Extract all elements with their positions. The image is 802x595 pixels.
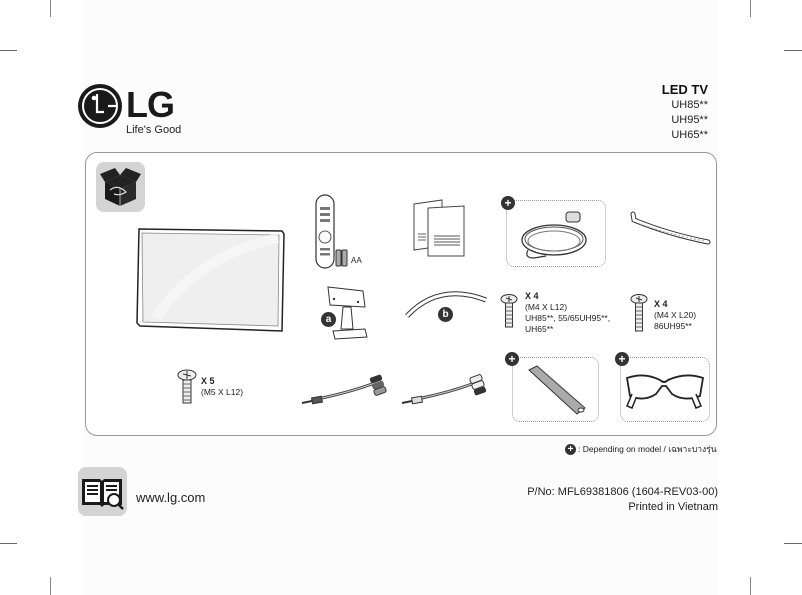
manual-search-icon — [78, 467, 127, 516]
crop-mark — [50, 577, 51, 595]
screw-icon — [500, 293, 518, 334]
product-title: LED TV — [661, 82, 708, 97]
stand-part-a-badge: a — [321, 312, 336, 327]
stand-body-illustration — [325, 285, 370, 348]
stand-part-b-badge: b — [438, 307, 453, 322]
power-cord-illustration — [518, 210, 598, 267]
optional-item-frame — [620, 357, 710, 422]
av-gender-cable-illustration — [400, 372, 495, 413]
stand-base-illustration — [404, 286, 488, 325]
screw-qty: X 4 — [654, 299, 668, 309]
optional-legend: + : Depending on model / เฉพาะบางรุ่น — [565, 442, 717, 456]
screw-m4-l12-label: X 4 (M4 X L12) UH85**, 55/65UH95**, UH65… — [525, 291, 610, 335]
batteries-label: AA — [351, 256, 362, 265]
screw-models: 86UH95** — [654, 321, 692, 331]
crop-mark — [750, 0, 751, 17]
cable-management-illustration — [525, 362, 589, 423]
product-info: LED TV UH85** UH95** UH65** — [662, 82, 708, 143]
part-number-block: P/No: MFL69381806 (1604-REV03-00) Printe… — [527, 485, 718, 515]
screw-icon — [630, 293, 648, 338]
lg-logo-icon — [78, 84, 122, 128]
model-name: UH65** — [671, 129, 708, 141]
optional-item-frame — [512, 357, 599, 422]
part-number: P/No: MFL69381806 (1604-REV03-00) — [527, 486, 718, 498]
crop-mark — [0, 543, 17, 544]
model-name: UH85** — [671, 99, 708, 111]
optional-marker-icon: + — [615, 352, 629, 366]
screw-spec: (M4 X L12) — [525, 302, 568, 312]
optional-marker-icon: + — [565, 443, 576, 455]
screw-m4-l20-label: X 4 (M4 X L20) 86UH95** — [654, 299, 696, 332]
cable-holder-illustration — [628, 210, 712, 253]
crop-mark — [784, 543, 802, 544]
brand-tagline: Life's Good — [126, 124, 182, 136]
screw-m5-l12-label: X 5 (M5 X L12) — [201, 376, 243, 398]
crop-mark — [0, 50, 17, 51]
brand-logo-text: LG — [126, 84, 175, 125]
optional-marker-icon: + — [505, 352, 519, 366]
website-link[interactable]: www.lg.com — [136, 490, 206, 505]
model-name: UH95** — [671, 114, 708, 126]
screw-spec: (M4 X L20) — [654, 310, 697, 320]
screw-spec: (M5 X L12) — [201, 387, 244, 397]
optional-item-frame — [506, 200, 606, 267]
3d-glasses-illustration — [624, 370, 706, 419]
component-gender-cable-illustration — [300, 372, 395, 413]
printed-in: Printed in Vietnam — [628, 501, 718, 513]
crop-mark — [50, 0, 51, 17]
crop-mark — [784, 50, 802, 51]
screw-qty: X 4 — [525, 291, 539, 301]
screw-icon — [177, 369, 197, 410]
remote-control-illustration — [313, 193, 353, 276]
optional-marker-icon: + — [501, 196, 515, 210]
screw-models: UH85**, 55/65UH95**, — [525, 313, 611, 323]
crop-mark — [750, 577, 751, 595]
screw-qty: X 5 — [201, 376, 215, 386]
box-contents-icon — [96, 162, 145, 212]
tv-illustration — [136, 226, 286, 341]
user-manual-illustration — [410, 196, 470, 263]
screw-models: UH65** — [525, 324, 554, 334]
legend-text: : Depending on model / เฉพาะบางรุ่น — [578, 444, 717, 454]
